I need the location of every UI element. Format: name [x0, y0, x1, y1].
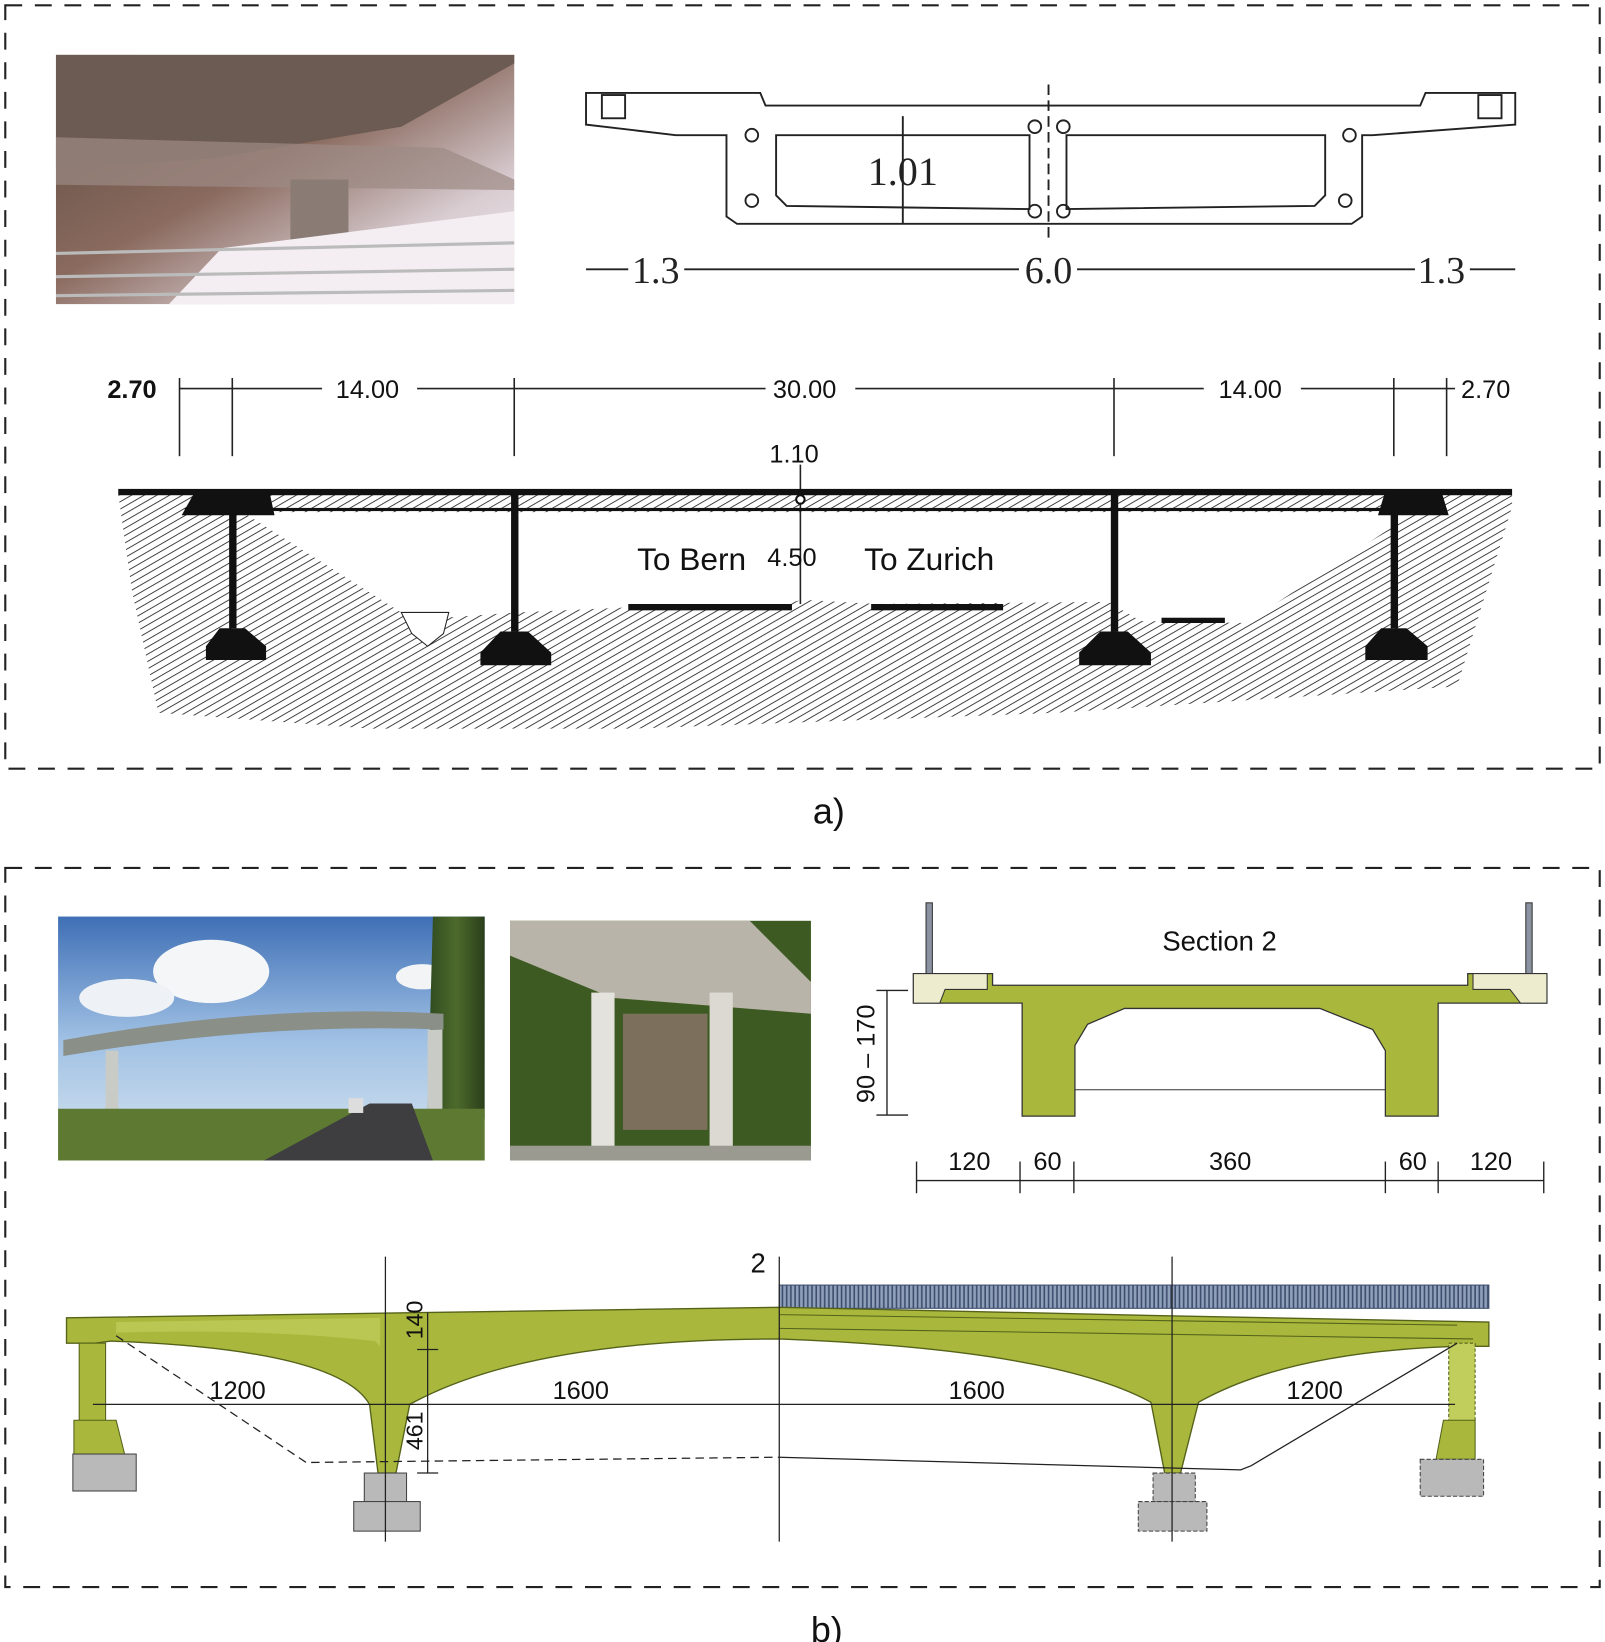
panel-b-frame	[4, 866, 1601, 1589]
section-width-5: 120	[1470, 1148, 1512, 1176]
dim-a-width-right: 1.3	[1418, 250, 1465, 292]
clearance-a: 4.50	[767, 544, 816, 572]
span-a-5: 2.70	[1461, 376, 1510, 404]
span-b-1: 1200	[209, 1377, 265, 1405]
dim-a-width-left: 1.3	[632, 250, 679, 292]
panel-a-photo	[55, 54, 515, 305]
panel-a-caption: a)	[813, 792, 845, 832]
pier-height-b: 461	[401, 1411, 427, 1450]
direction-bern: To Bern	[637, 541, 746, 577]
span-a-1: 2.70	[107, 376, 156, 404]
section-width-3: 360	[1209, 1148, 1251, 1176]
section-2-title: Section 2	[1162, 925, 1276, 956]
section-mark-2: 2	[751, 1247, 766, 1278]
span-b-4: 1200	[1286, 1377, 1342, 1405]
anchor-marks	[744, 119, 1357, 219]
panel-b-photo-pier	[510, 920, 811, 1161]
span-a-4: 14.00	[1219, 376, 1282, 404]
panel-b-elevation	[65, 1256, 1490, 1542]
section-width-2: 60	[1033, 1148, 1061, 1176]
span-b-2: 1600	[553, 1377, 609, 1405]
panel-a-elevation	[118, 378, 1513, 729]
section-depth-dim: 90 – 170	[852, 1005, 880, 1104]
deck-depth-a: 1.10	[769, 441, 818, 469]
dim-a-depth: 1.01	[868, 149, 938, 194]
deck-depth-b: 140	[401, 1301, 427, 1340]
section-width-1: 120	[948, 1148, 990, 1176]
span-a-3: 30.00	[773, 376, 836, 404]
section-2-cross-section	[876, 902, 1548, 1194]
panel-b-caption: b)	[811, 1610, 843, 1642]
panel-a-cross-section	[585, 84, 1517, 271]
direction-zurich: To Zurich	[864, 541, 994, 577]
section-width-4: 60	[1399, 1148, 1427, 1176]
span-b-3: 1600	[949, 1377, 1005, 1405]
panel-b-photo-overpass	[58, 916, 485, 1161]
span-a-2: 14.00	[336, 376, 399, 404]
dim-a-width-mid: 6.0	[1025, 250, 1072, 292]
